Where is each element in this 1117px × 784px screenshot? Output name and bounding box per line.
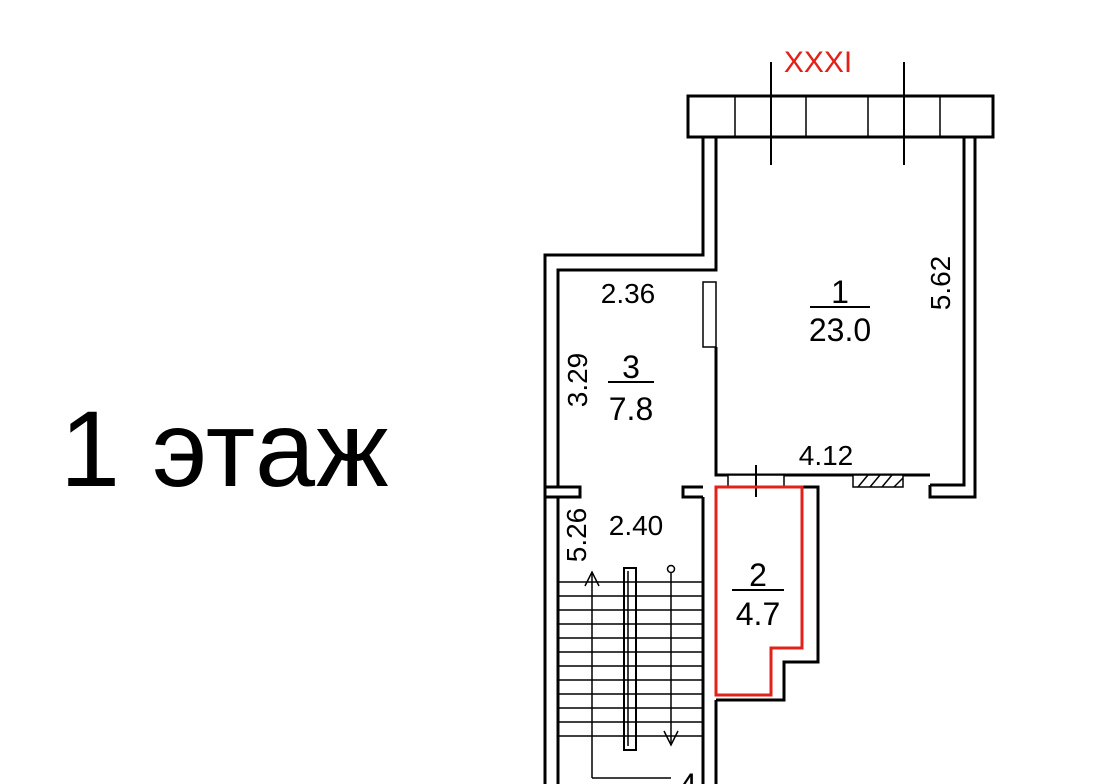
dim-room3-height: 3.29 — [562, 353, 593, 408]
room-2-label: 2 4.7 — [732, 557, 784, 632]
room-4-label: 4 — [679, 767, 697, 784]
room-2-number: 2 — [749, 557, 767, 593]
dim-room1-width: 4.12 — [799, 440, 854, 471]
outer-walls — [543, 135, 977, 784]
dim-room1-height: 5.62 — [925, 256, 956, 311]
partition-room1 — [714, 347, 930, 702]
door-room1 — [702, 281, 717, 348]
dim-stair-width: 2.40 — [609, 510, 664, 541]
floor-title: 1 этаж — [60, 388, 390, 509]
room-2-area: 4.7 — [736, 596, 780, 632]
room-1-label: 1 23.0 — [809, 274, 871, 348]
dim-room3-width: 2.36 — [601, 278, 656, 309]
staircase — [558, 564, 703, 779]
room-3-number: 3 — [622, 349, 640, 385]
window-strip — [686, 94, 995, 139]
room-1-number: 1 — [831, 274, 849, 310]
room2-outline — [714, 485, 804, 697]
room-1-area: 23.0 — [809, 312, 871, 348]
section-marks — [770, 62, 905, 165]
room-3-label: 3 7.8 — [608, 349, 654, 427]
dim-stair-height: 5.26 — [561, 508, 592, 563]
room-4-number: 4 — [679, 767, 697, 784]
room-3-area: 7.8 — [609, 391, 653, 427]
section-label: XXXI — [784, 46, 852, 79]
